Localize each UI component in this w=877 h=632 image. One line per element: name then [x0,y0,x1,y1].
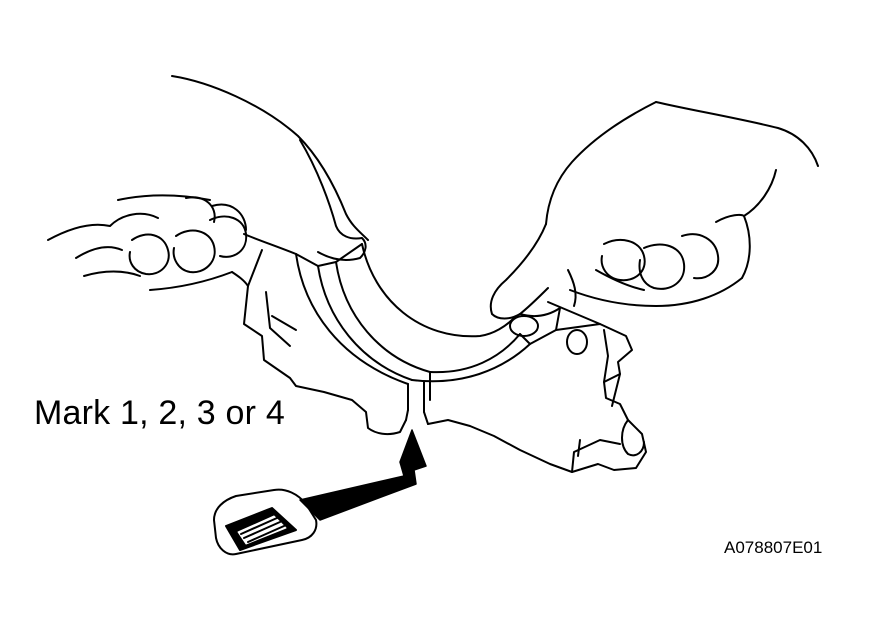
arrow-icon [299,429,427,521]
mark-callout-label: Mark 1, 2, 3 or 4 [34,394,285,432]
stamp-marker-icon [213,488,318,556]
bearing-cap-icon [243,243,647,473]
right-hand-icon [489,101,819,320]
left-hand-icon [47,75,369,291]
figure-code-label: A078807E01 [724,538,823,557]
